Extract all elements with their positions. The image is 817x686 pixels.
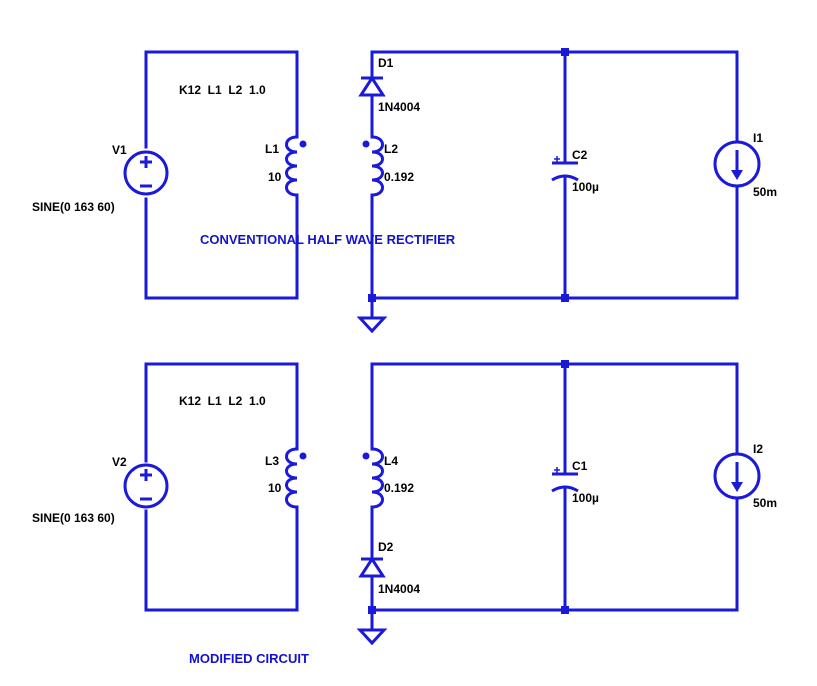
inductor-l2[interactable] xyxy=(362,135,384,197)
top-primary-wires xyxy=(144,50,299,300)
source-name-label: V1 xyxy=(112,143,127,157)
bottom-circuit: K12 L1 L2 1.0 V2 SINE(0 163 60) L3 10 L4… xyxy=(32,360,777,666)
capacitor-name-label: C2 xyxy=(572,148,588,162)
capacitor-c1[interactable] xyxy=(551,467,579,493)
source-name-label: V2 xyxy=(112,455,127,469)
voltage-source-v1[interactable] xyxy=(123,150,169,196)
voltage-source-v2[interactable] xyxy=(123,463,169,509)
diode-d2[interactable] xyxy=(358,556,386,578)
source-value-label: SINE(0 163 60) xyxy=(32,511,115,525)
top-output-wires xyxy=(370,50,739,320)
diode-value-label: 1N4004 xyxy=(378,582,420,596)
diode-d1[interactable] xyxy=(358,75,386,97)
inductor-value-label: 0.192 xyxy=(384,170,414,184)
ground-symbol xyxy=(356,316,388,334)
capacitor-name-label: C1 xyxy=(572,459,588,473)
inductor-value-label: 10 xyxy=(268,170,282,184)
ground-symbol xyxy=(356,628,388,646)
capacitor-value-label: 100µ xyxy=(572,180,599,194)
capacitor-value-label: 100µ xyxy=(572,491,599,505)
junction xyxy=(561,294,569,302)
load-name-label: I1 xyxy=(753,131,763,145)
junction xyxy=(368,294,376,302)
current-source-i1[interactable] xyxy=(713,140,761,188)
inductor-l3[interactable] xyxy=(285,447,307,509)
bottom-output-wires xyxy=(370,362,739,632)
inductor-name-label: L3 xyxy=(265,454,279,468)
circuit-title: CONVENTIONAL HALF WAVE RECTIFIER xyxy=(200,232,456,247)
source-value-label: SINE(0 163 60) xyxy=(32,200,115,214)
inductor-name-label: L4 xyxy=(384,454,398,468)
coupling-directive: K12 L1 L2 1.0 xyxy=(179,394,266,408)
current-source-i2[interactable] xyxy=(713,452,761,500)
junction xyxy=(561,606,569,614)
inductor-name-label: L1 xyxy=(265,142,279,156)
diode-value-label: 1N4004 xyxy=(378,100,420,114)
circuit-title: MODIFIED CIRCUIT xyxy=(189,651,309,666)
inductor-l1[interactable] xyxy=(285,135,307,197)
inductor-value-label: 0.192 xyxy=(384,481,414,495)
diode-name-label: D2 xyxy=(378,540,394,554)
junction xyxy=(368,606,376,614)
inductor-l4[interactable] xyxy=(362,447,384,509)
coupling-directive: K12 L1 L2 1.0 xyxy=(179,83,266,97)
load-value-label: 50m xyxy=(753,185,777,199)
inductor-name-label: L2 xyxy=(384,142,398,156)
junction xyxy=(561,48,569,56)
capacitor-c2[interactable] xyxy=(551,156,579,182)
top-circuit: K12 L1 L2 1.0 V1 SINE(0 163 60) L1 10 L2… xyxy=(32,48,777,334)
load-name-label: I2 xyxy=(753,442,763,456)
inductor-value-label: 10 xyxy=(268,481,282,495)
load-value-label: 50m xyxy=(753,496,777,510)
diode-name-label: D1 xyxy=(378,56,394,70)
bottom-primary-wires xyxy=(144,362,299,612)
junction xyxy=(561,360,569,368)
